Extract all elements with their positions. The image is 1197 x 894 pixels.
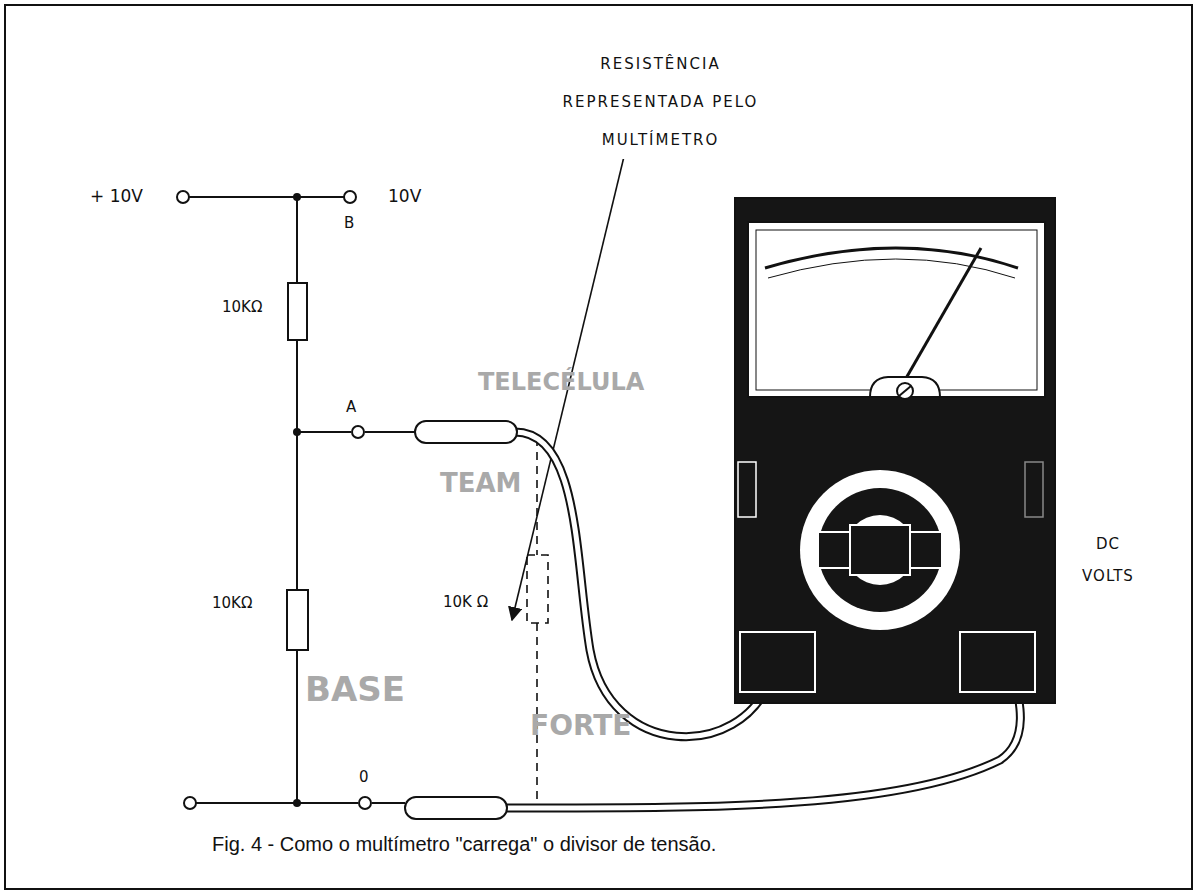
range-label: DC VOLTS bbox=[1068, 528, 1148, 592]
watermark: TELECÉLULA bbox=[478, 370, 644, 394]
node-label: B bbox=[344, 216, 354, 231]
resistor-symbol bbox=[288, 283, 307, 340]
resistor-symbol bbox=[287, 590, 308, 650]
probe-tip bbox=[405, 797, 507, 819]
terminal-label: + 10V bbox=[90, 188, 143, 205]
callout-text: RESISTÊNCIA REPRESENTADA PELO MULTÍMETRO bbox=[553, 45, 768, 159]
multimeter bbox=[735, 198, 1055, 703]
wires bbox=[177, 191, 415, 809]
figure-caption: Fig. 4 - Como o multímetro "carrega" o d… bbox=[208, 834, 720, 854]
resistor-value: 10KΩ bbox=[212, 596, 252, 611]
probe-tip bbox=[415, 421, 517, 443]
resistor-value: 10KΩ bbox=[222, 300, 262, 315]
meter-resistance bbox=[527, 438, 548, 810]
watermark: TEAM bbox=[440, 470, 522, 496]
node-label: 0 bbox=[359, 770, 369, 785]
resistor-value: 10K Ω bbox=[443, 595, 488, 610]
watermark: FORTE bbox=[530, 712, 631, 740]
node-label: A bbox=[346, 400, 356, 415]
frame bbox=[5, 5, 1192, 889]
watermark: BASE bbox=[305, 672, 405, 706]
terminal-label: 10V bbox=[388, 188, 421, 205]
